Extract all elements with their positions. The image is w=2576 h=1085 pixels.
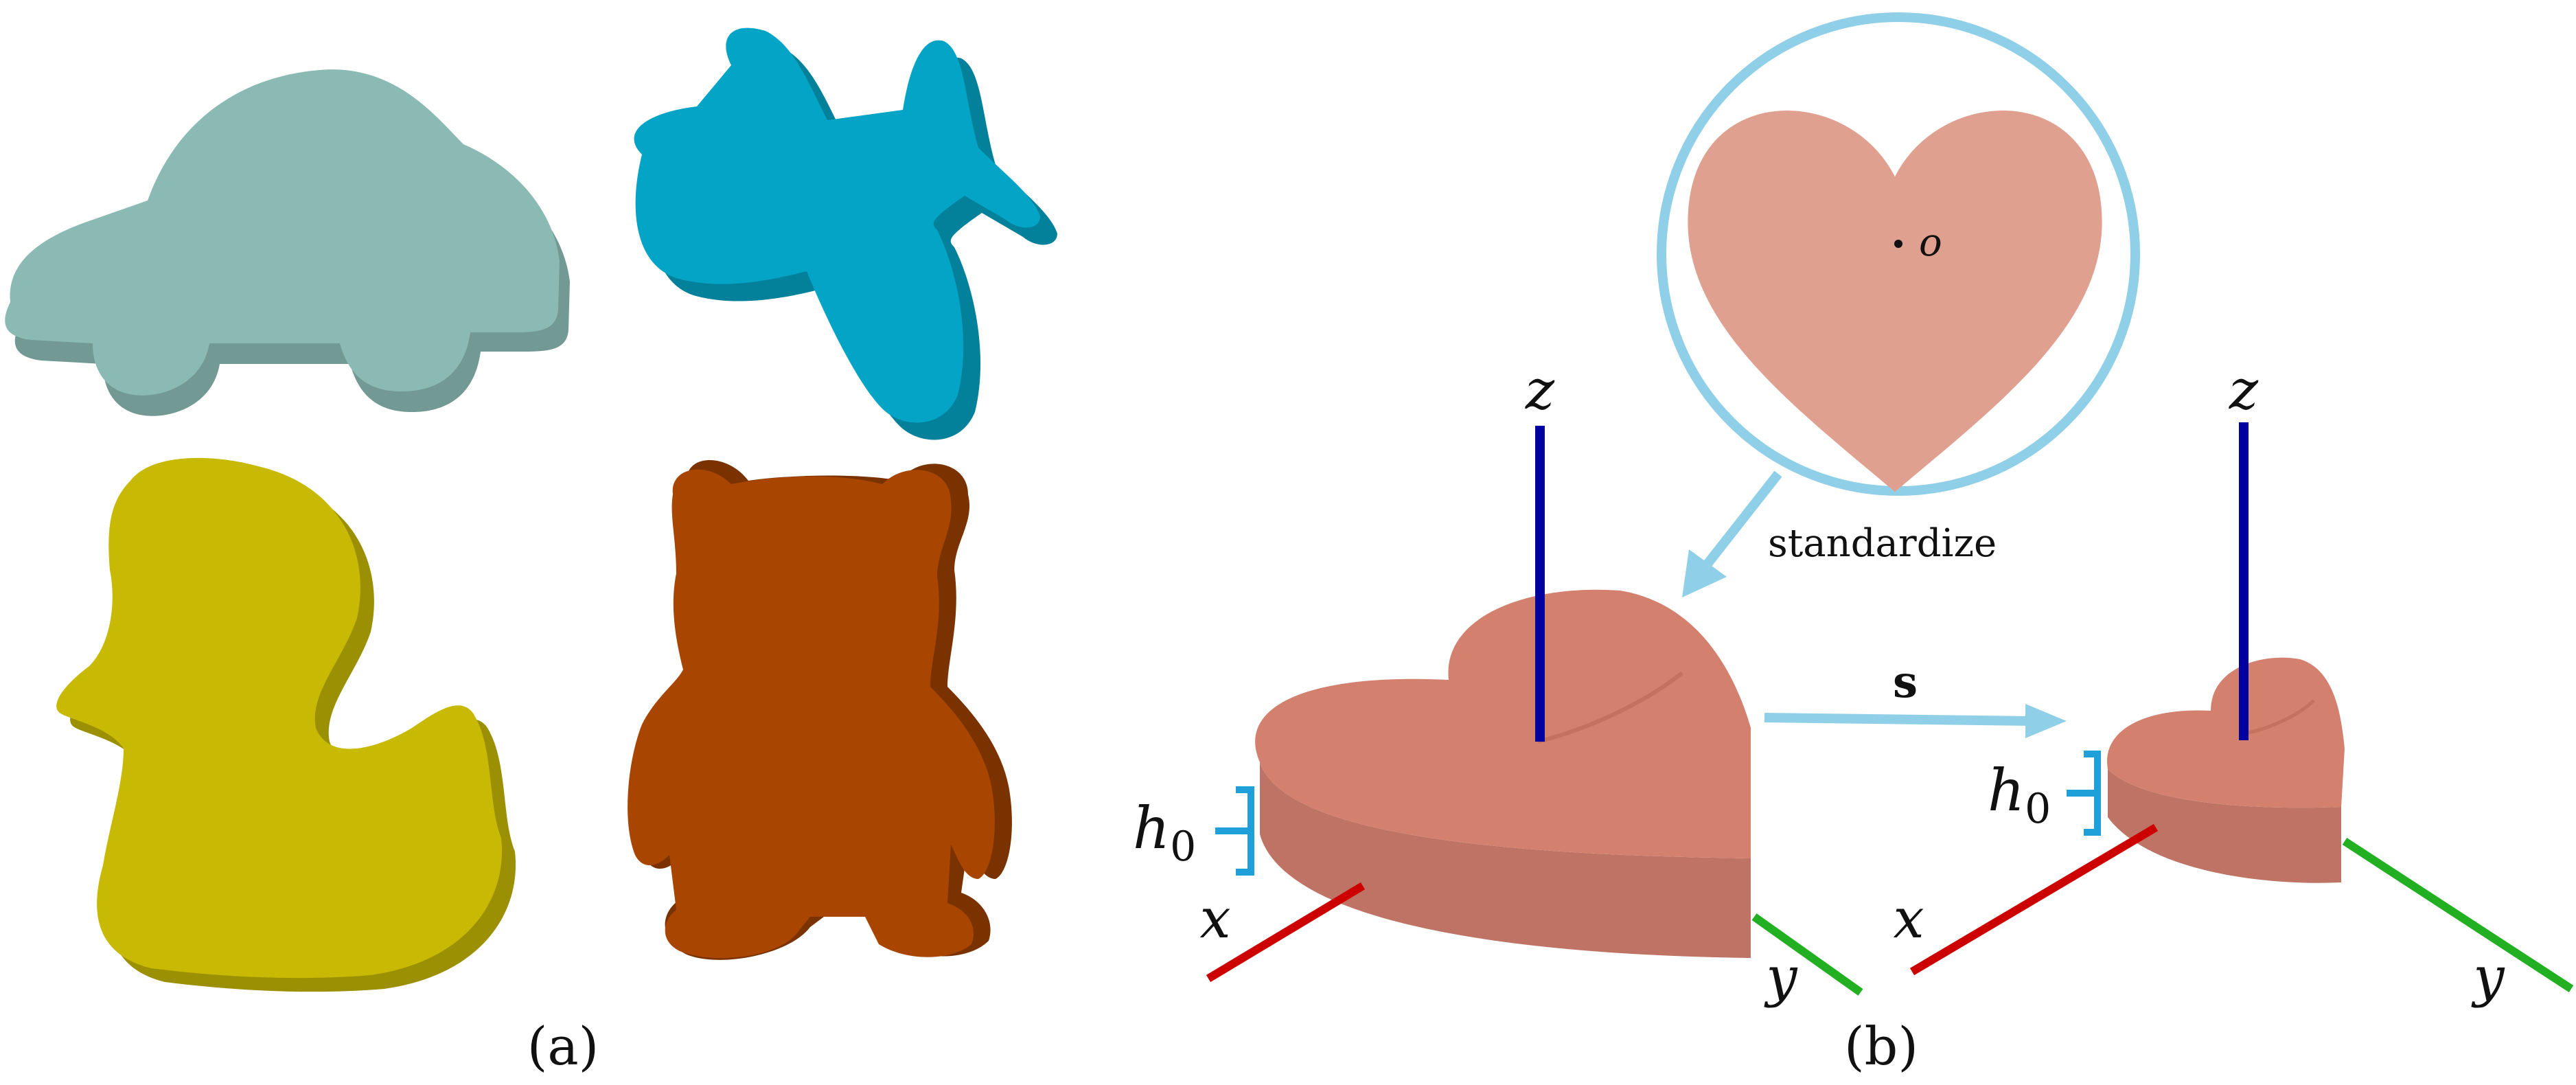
scale-label: s	[1893, 656, 1918, 708]
brace-h0-small	[2067, 751, 2101, 836]
airplane-shape	[634, 27, 1057, 440]
label-z-large: z	[1525, 358, 1555, 422]
label-h0-small: h0	[1988, 757, 2051, 833]
teddy-bear-shape	[628, 460, 1012, 960]
standard-heart-inset: o	[1657, 12, 2140, 496]
scale-arrow	[1764, 704, 2067, 738]
label-y-large: y	[1764, 945, 1798, 1009]
label-x-small: x	[1893, 887, 1924, 950]
standardize-label: standardize	[1768, 521, 1997, 566]
extruded-heart-small	[2107, 657, 2345, 883]
axis-y-large	[1751, 913, 1863, 996]
caption-b: (b)	[1844, 1016, 1918, 1077]
bear-top	[628, 469, 995, 959]
duck-top	[56, 457, 503, 979]
panel-b: o standardize z x y h0 s	[1133, 12, 2574, 1077]
label-h0-large: h0	[1133, 795, 1196, 871]
small-heart-top	[2107, 657, 2345, 808]
large-heart-shadow	[1537, 671, 1683, 744]
duck-shape	[56, 457, 516, 992]
car-shape	[5, 69, 571, 416]
origin-label: o	[1919, 220, 1942, 265]
airplane-top	[634, 27, 1040, 423]
label-y-small: y	[2471, 945, 2505, 1009]
axis-x-large	[1206, 882, 1366, 983]
brace-h0-large	[1215, 786, 1254, 876]
label-z-small: z	[2229, 358, 2259, 422]
large-heart-top	[1255, 589, 1751, 858]
large-heart-side	[1260, 762, 1751, 958]
panel-a: (a)	[5, 27, 1057, 1077]
axis-y-small	[2342, 837, 2574, 993]
small-heart-shadow	[2244, 699, 2315, 735]
axis-x-small	[1909, 823, 2159, 976]
extruded-heart-large	[1255, 589, 1751, 958]
car-top	[5, 69, 560, 396]
caption-a: (a)	[527, 1016, 599, 1077]
standardize-arrow	[1682, 470, 1782, 597]
small-heart-side	[2108, 769, 2341, 883]
origin-dot	[1894, 240, 1902, 248]
label-x-large: x	[1199, 887, 1230, 950]
